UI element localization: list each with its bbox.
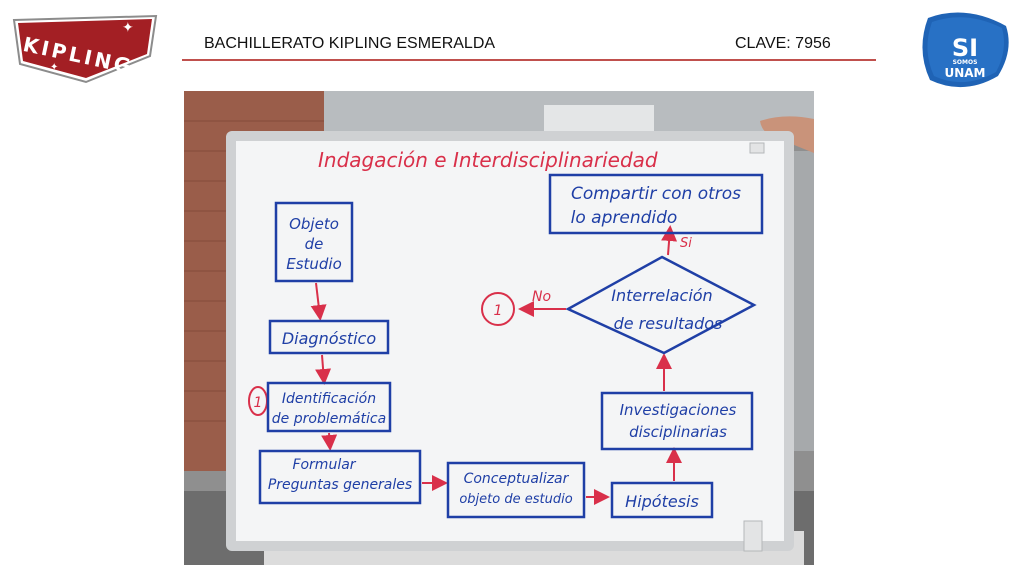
node-interrelacion-line1: Interrelación — [611, 286, 712, 305]
arrow-objeto-diagnostico — [310, 282, 327, 321]
node-interrelacion-line2: de resultados — [614, 314, 723, 333]
unam-logo-somos: SOMOS — [952, 59, 978, 66]
node-conceptualizar-box — [446, 461, 586, 519]
whiteboard-title: Indagación e Interdisciplinariedad — [318, 148, 658, 172]
node-investigaciones-box — [600, 391, 754, 451]
node-diagnostico-box — [268, 319, 390, 355]
whiteboard-surface — [236, 141, 784, 541]
node-hipotesis-box — [610, 481, 714, 519]
board-clip-bottom — [743, 520, 763, 552]
label-no: No — [532, 289, 551, 305]
node-objeto-line2: de — [305, 235, 324, 253]
unam-badge-icon — [922, 12, 1009, 88]
svg-text:✦: ✦ — [122, 20, 134, 36]
node-formular-line2: Preguntas generales — [268, 477, 412, 493]
node-formular-box — [258, 449, 422, 505]
node-diagnostico-label: Diagnóstico — [282, 329, 377, 348]
si-somos-unam-logo: SI SOMOS UNAM — [918, 10, 1012, 92]
school-code: CLAVE: 7956 — [735, 35, 831, 52]
node-objeto-box — [274, 201, 354, 283]
node-compartir-line2: lo aprendido — [571, 208, 678, 228]
node-objeto-line3: Estudio — [286, 255, 342, 273]
distant-window — [544, 105, 654, 135]
unam-logo-si: SI — [951, 34, 979, 62]
node-interrelacion-diamond — [565, 255, 757, 355]
kipling-shield-icon: ✦ ✦ — [12, 14, 158, 84]
node-investigaciones-line2: disciplinarias — [629, 423, 727, 441]
header-divider — [182, 59, 876, 61]
node-compartir-box — [548, 173, 764, 235]
node-conceptualizar-line1: Conceptualizar — [464, 471, 570, 487]
svg-text:✦: ✦ — [50, 62, 58, 73]
node-compartir-line1: Compartir con otros — [571, 184, 741, 204]
board-clip-top — [749, 142, 765, 154]
unam-logo-word: UNAM — [944, 66, 986, 80]
node-formular-line1: Formular — [292, 457, 356, 473]
marker-one-right — [481, 292, 515, 326]
node-identificacion-box — [266, 381, 392, 433]
marker-one-right-label: 1 — [494, 303, 503, 319]
arrow-diagnostico-identificacion — [315, 354, 332, 385]
node-conceptualizar-line2: objeto de estudio — [459, 492, 572, 507]
node-hipotesis-label: Hipótesis — [625, 492, 699, 511]
label-si: Si — [680, 236, 692, 251]
node-identificacion-line2: de problemática — [272, 411, 386, 427]
arrow-identificacion-formular — [321, 432, 338, 451]
node-investigaciones-line1: Investigaciones — [620, 401, 737, 419]
page-title: BACHILLERATO KIPLING ESMERALDA — [204, 35, 496, 52]
whiteboard-photo: Indagación e Interdisciplinariedad Objet… — [184, 91, 814, 565]
node-identificacion-line1: Identificación — [282, 391, 376, 407]
node-objeto-line1: Objeto — [289, 215, 339, 233]
kipling-logo: ✦ ✦ KIPLING — [10, 12, 160, 84]
marker-one-left-label: 1 — [254, 395, 263, 411]
